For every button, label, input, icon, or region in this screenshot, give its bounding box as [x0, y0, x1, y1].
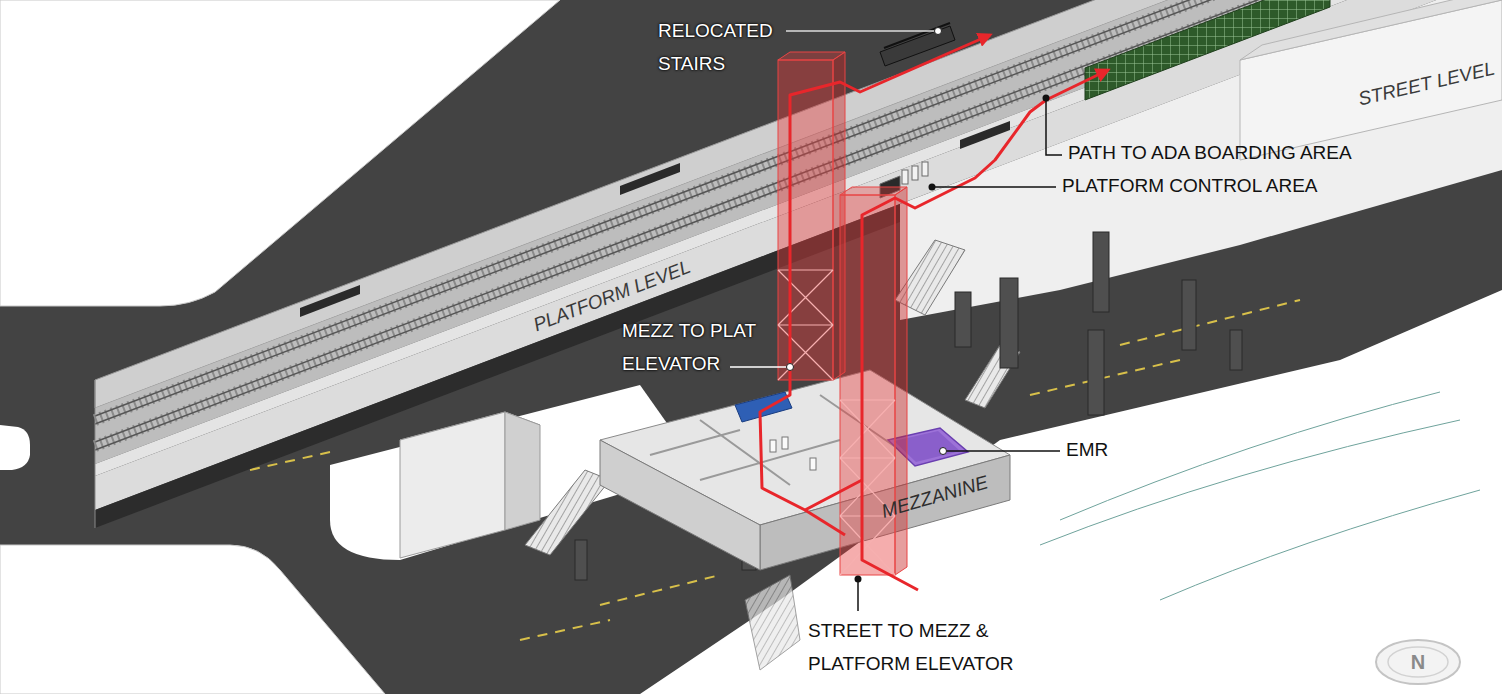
relocated-stair	[880, 23, 955, 66]
columns	[575, 540, 587, 580]
elevator-shaft	[778, 52, 907, 575]
north-arrow	[1376, 640, 1460, 684]
elevated-structure	[95, 0, 1502, 528]
mezzanine-structure	[600, 440, 760, 570]
street-stairs	[525, 240, 1020, 670]
mezzanine-structure	[770, 440, 776, 452]
north-arrow	[1388, 647, 1448, 677]
level-label: STREET LEVEL	[1356, 57, 1497, 111]
columns	[1182, 280, 1196, 350]
leader-lines	[787, 364, 794, 371]
mezzanine-structure	[600, 370, 1010, 570]
leader-lines	[730, 28, 1062, 612]
relocated-stair	[884, 23, 950, 48]
street-ground	[0, 545, 385, 694]
street-ground	[1160, 490, 1480, 600]
level-label: MEZZANINE	[879, 471, 991, 523]
north-arrow	[1376, 640, 1460, 684]
street-level-block	[1240, 0, 1502, 60]
street-ground	[1060, 392, 1440, 520]
mezzanine-structure	[810, 458, 816, 470]
leader-lines	[940, 448, 947, 455]
building-block	[400, 412, 505, 558]
lane-markings	[1030, 360, 1180, 395]
compass-letter: N	[1411, 650, 1425, 674]
street-ground	[1040, 420, 1460, 545]
elevated-structure	[95, 0, 1502, 420]
leader-lines	[855, 576, 862, 583]
callout-label: PATH TO ADA BOARDING AREA	[1068, 142, 1352, 165]
leader-lines	[730, 366, 786, 368]
street-ground	[0, 425, 30, 470]
platform-control	[902, 170, 908, 184]
street-stairs	[525, 470, 610, 555]
leader-lines	[786, 30, 935, 32]
columns	[1093, 232, 1109, 312]
leader-lines	[932, 186, 1056, 188]
building-block	[505, 412, 540, 530]
elevated-structure	[95, 0, 1502, 446]
building-block	[400, 412, 540, 558]
callout-label: STREET TO MEZZ & PLATFORM ELEVATOR	[808, 614, 1038, 680]
callout-label: RELOCATED STAIRS	[658, 14, 783, 80]
lane-markings	[600, 575, 720, 605]
columns	[1088, 330, 1104, 415]
accessible-route	[760, 35, 1108, 590]
street-level-block	[1240, 0, 1502, 160]
elevator-shaft	[778, 60, 833, 380]
elevator-shaft	[778, 270, 833, 380]
mezzanine-structure	[735, 392, 792, 422]
elevated-structure	[960, 121, 1010, 149]
leader-lines	[857, 582, 859, 611]
elevated-structure	[95, 0, 1502, 450]
columns	[1000, 278, 1018, 368]
callout-label: EMR	[1066, 439, 1108, 462]
accessible-route	[805, 510, 845, 535]
elevated-structure	[95, 380, 96, 528]
lane-markings	[1120, 300, 1300, 345]
elevated-structure	[300, 285, 360, 317]
leader-lines	[946, 450, 1060, 452]
platform-control	[912, 166, 918, 180]
street-stairs	[745, 575, 800, 670]
street-level-wall	[900, 0, 1502, 320]
platform-control	[922, 162, 928, 176]
columns	[955, 292, 971, 347]
elevated-structure	[620, 163, 680, 195]
leader-lines	[935, 28, 942, 35]
callout-label: PLATFORM CONTROL AREA	[1062, 175, 1317, 198]
mezzanine-structure	[782, 437, 788, 449]
leader-lines	[1046, 100, 1062, 155]
street-level-wall	[900, 0, 1502, 320]
callout-label: MEZZ TO PLAT ELEVATOR	[622, 314, 784, 380]
accessible-route	[760, 35, 990, 510]
leader-lines	[929, 184, 936, 191]
lane-markings	[520, 620, 610, 640]
leader-lines	[1043, 95, 1050, 102]
columns	[1230, 330, 1242, 370]
